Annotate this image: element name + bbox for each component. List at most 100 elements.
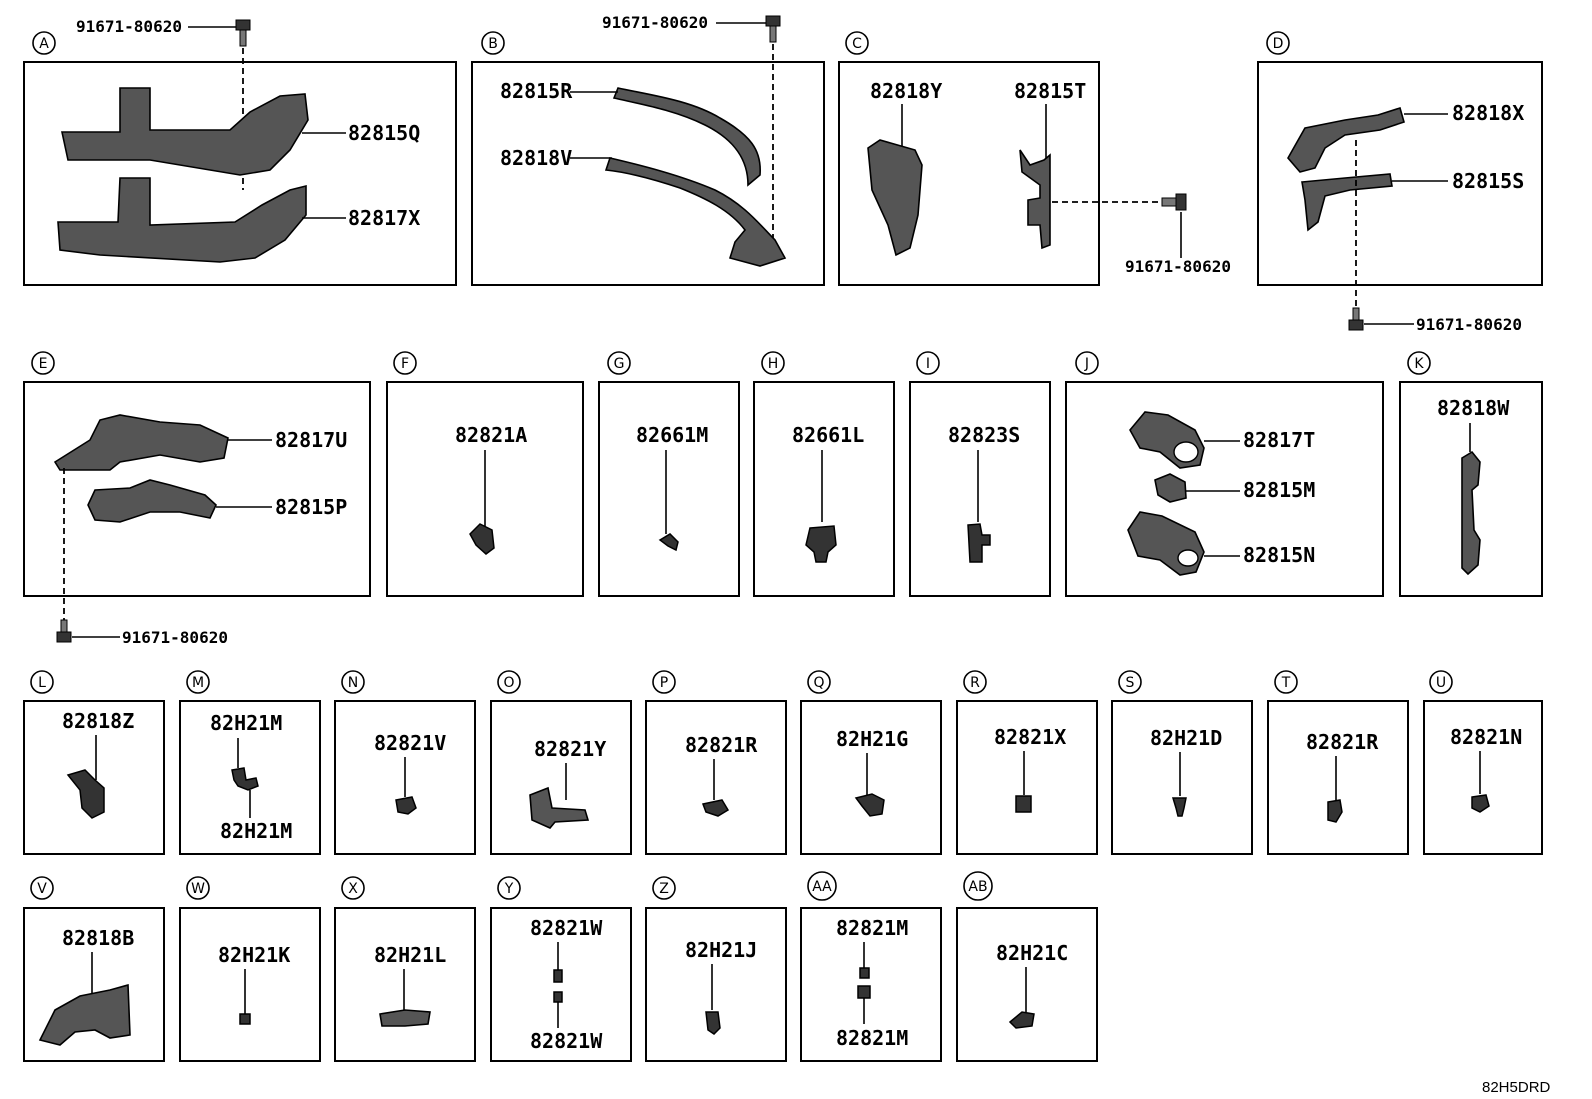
clamp-part: [1327, 799, 1343, 823]
section-label-o: O: [503, 675, 514, 691]
section-i: I 82823S: [909, 351, 1051, 597]
part-number: 82817U: [275, 428, 347, 452]
part-number: 82H21L: [374, 943, 446, 967]
section-label-circle: [652, 670, 676, 694]
part-number: 82H21M: [220, 819, 292, 843]
section-z: Z 82H21J: [645, 876, 787, 1062]
section-v-frame: [23, 907, 165, 1062]
section-v: V 82818B: [23, 876, 165, 1062]
section-label-p: P: [660, 675, 668, 691]
clip-part: [239, 1013, 251, 1025]
part-number: 82818B: [62, 926, 134, 950]
section-c: C 82818Y 82815T 91671-80620: [838, 31, 1231, 286]
bolt-part-number: 91671-80620: [1125, 257, 1231, 276]
section-f-frame: [386, 381, 584, 597]
section-w: W 82H21K: [179, 876, 321, 1062]
section-ab-frame: [956, 907, 1098, 1062]
clip-part: [1171, 797, 1187, 817]
section-label-circle: [30, 670, 54, 694]
section-label-circle: [341, 670, 365, 694]
clip-part: [553, 991, 563, 1003]
section-h: H 82661L: [753, 351, 895, 597]
section-k-frame: [1399, 381, 1543, 597]
diagram-id: 82H5DRD: [1482, 1079, 1551, 1096]
section-w-frame: [179, 907, 321, 1062]
bolt-part-number: 91671-80620: [76, 17, 182, 36]
section-label-e: E: [39, 356, 48, 372]
section-e: E 82817U 82815P 91671-80620: [23, 351, 371, 647]
section-t: T 82821R: [1267, 670, 1409, 855]
section-o: O 82821Y: [490, 670, 632, 855]
section-x: X 82H21L: [334, 876, 476, 1062]
section-label-circle: [1266, 31, 1290, 55]
section-l-frame: [23, 700, 165, 855]
section-c-frame: [838, 61, 1100, 286]
clamp-t: [1019, 149, 1051, 250]
part-number: 82821A: [455, 423, 527, 447]
section-label-r: R: [970, 675, 980, 691]
clamp-part: [469, 523, 495, 555]
section-label-circle: [607, 351, 631, 375]
part-number: 82821R: [1306, 730, 1379, 754]
section-q: Q 82H21G: [800, 670, 942, 855]
section-f: F 82821A: [386, 351, 584, 597]
clip-part: [859, 967, 870, 979]
section-label-l: L: [38, 675, 46, 691]
part-number: 82821N: [1450, 725, 1522, 749]
section-label-k: K: [1414, 356, 1424, 372]
section-label-n: N: [348, 675, 358, 691]
clamp-part: [1015, 795, 1032, 813]
section-j: J 82817T 82815M 82815N: [1065, 351, 1384, 597]
harness-protector-upper: [61, 87, 309, 176]
part-number: 82H21M: [210, 711, 282, 735]
bracket-part: [66, 769, 105, 819]
section-label-circle: [916, 351, 940, 375]
section-label-w: W: [191, 881, 205, 897]
section-label-ab: AB: [968, 879, 987, 895]
section-label-circle: [1118, 670, 1142, 694]
section-label-m: M: [192, 675, 204, 691]
section-z-frame: [645, 907, 787, 1062]
section-m-frame: [179, 700, 321, 855]
section-y-frame: [490, 907, 632, 1062]
section-label-x: X: [348, 881, 358, 897]
section-label-circle: [497, 670, 521, 694]
section-label-v: V: [37, 881, 47, 897]
section-p-frame: [645, 700, 787, 855]
section-s: S 82H21D: [1111, 670, 1253, 855]
section-label-circle: [963, 670, 987, 694]
part-number: 82818Y: [870, 79, 942, 103]
part-number: 82821W: [530, 916, 603, 940]
bracket-s: [1301, 173, 1393, 232]
clamp-hole: [1177, 549, 1199, 567]
section-g-frame: [598, 381, 740, 597]
section-label-i: I: [926, 356, 930, 372]
section-label-y: Y: [504, 881, 514, 897]
part-number: 82661M: [636, 423, 708, 447]
section-n-frame: [334, 700, 476, 855]
section-label-circle: [807, 871, 837, 901]
clamp-part: [395, 796, 417, 815]
section-label-circle: [393, 351, 417, 375]
clamp-part: [701, 799, 730, 817]
section-j-frame: [1065, 381, 1384, 597]
part-number: 82823S: [948, 423, 1020, 447]
clamp-part: [1008, 1011, 1035, 1029]
section-h-frame: [753, 381, 895, 597]
harness-protector-p: [87, 479, 217, 523]
harness-protector-v: [604, 157, 787, 267]
part-number: 82H21K: [218, 943, 290, 967]
bolt-icon: [235, 19, 251, 47]
bolt-icon: [1161, 193, 1187, 211]
section-label-circle: [481, 31, 505, 55]
part-number: 82H21J: [685, 938, 757, 962]
bolt-part-number: 91671-80620: [602, 13, 708, 32]
section-label-t: T: [1281, 675, 1291, 691]
harness-protector-u: [53, 414, 229, 471]
section-label-c: C: [852, 36, 862, 52]
part-number: 82821R: [685, 733, 758, 757]
section-label-circle: [186, 670, 210, 694]
harness-protector-lower: [57, 177, 307, 263]
section-ab: AB 82H21C: [956, 871, 1098, 1062]
